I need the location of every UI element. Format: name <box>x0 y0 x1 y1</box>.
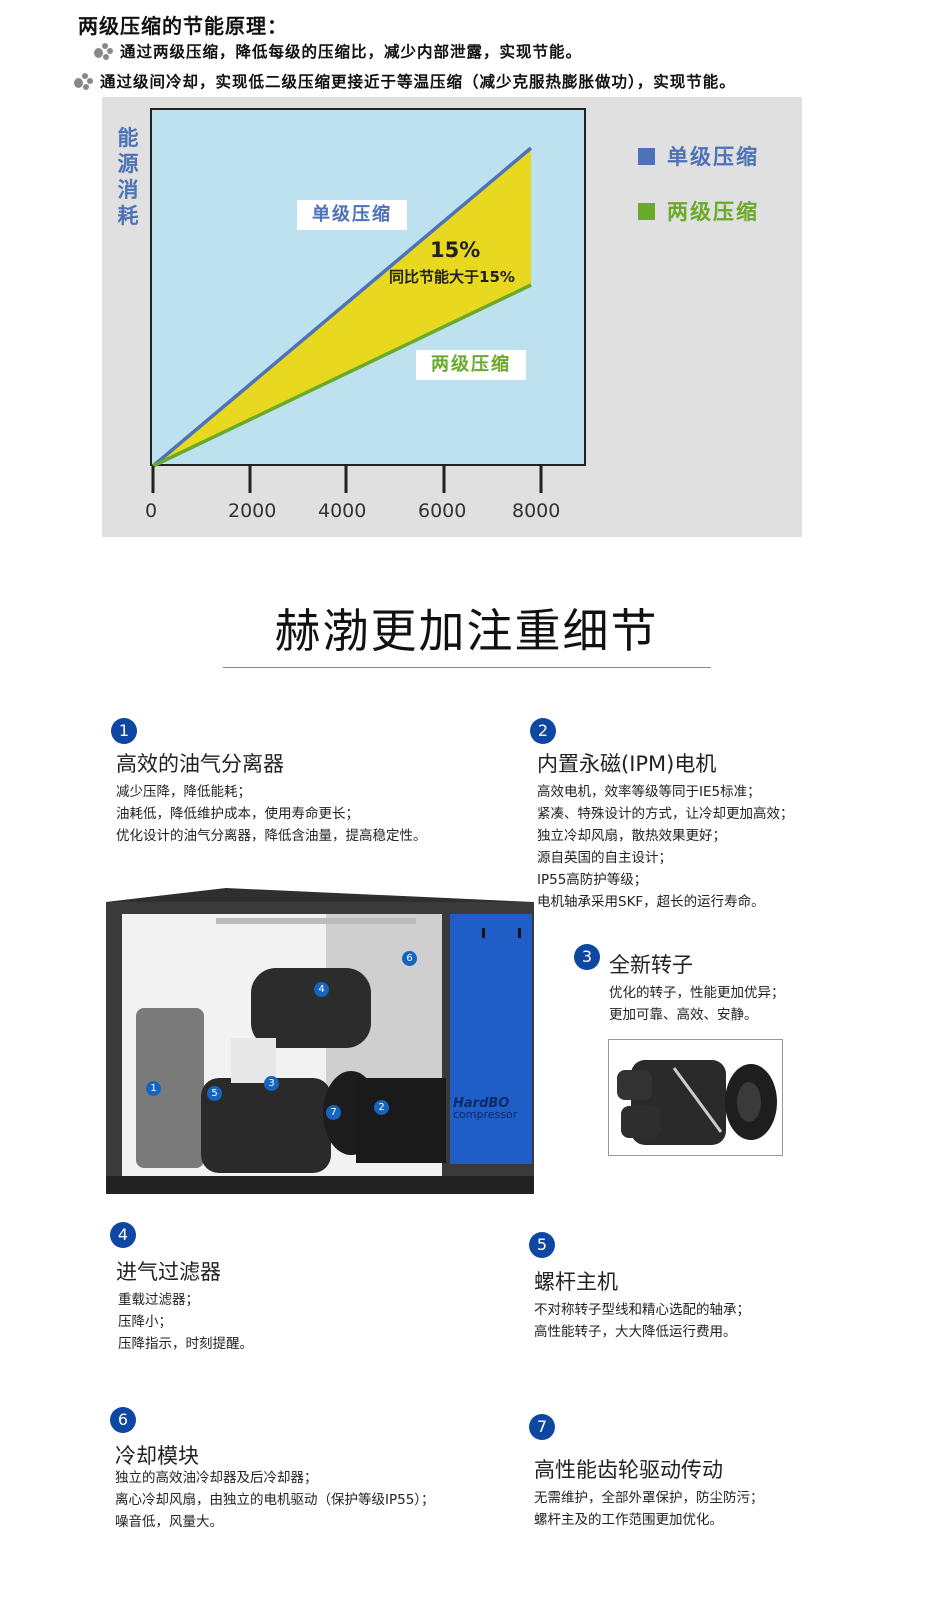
marker-4: 4 <box>314 982 329 997</box>
x-tick-0: 0 <box>145 500 158 522</box>
feature-1-desc: 减少压降，降低能耗；油耗低，降低维护成本，使用寿命更长；优化设计的油气分离器，降… <box>116 784 427 844</box>
feature-4-desc: 重载过滤器；压降小；压降指示，时刻提醒。 <box>118 1292 253 1352</box>
legend-single-stage: 单级压缩 <box>638 141 759 171</box>
feature-5-badge: 5 <box>529 1232 555 1258</box>
feature-3-desc: 优化的转子，性能更加优异；更加可靠、高效、安静。 <box>609 985 785 1023</box>
rotor-illustration-icon <box>617 1060 777 1145</box>
intro-bullet-2: 通过级间冷却，实现低二级压缩更接近于等温压缩（减少克服热膨胀做功），实现节能。 <box>72 70 736 92</box>
marker-3: 3 <box>264 1076 279 1091</box>
x-tick-6000: 6000 <box>418 500 467 522</box>
marker-6: 6 <box>402 951 417 966</box>
details-title: 赫渤更加注重细节 <box>274 604 659 658</box>
x-tick-8000: 8000 <box>512 500 561 522</box>
savings-sublabel: 同比节能大于15% <box>389 268 515 286</box>
intro-title: 两级压缩的节能原理： <box>78 14 288 38</box>
feature-1-title: 高效的油气分离器 <box>116 752 284 776</box>
feature-1-badge: 1 <box>111 718 137 744</box>
feature-5-title: 螺杆主机 <box>534 1270 618 1294</box>
x-tick-4000: 4000 <box>318 500 367 522</box>
intro-bullet-1: 通过两级压缩，降低每级的压缩比，减少内部泄露，实现节能。 <box>92 40 582 62</box>
chart-lines <box>151 146 543 493</box>
paw-icon <box>72 72 94 90</box>
feature-7-title: 高性能齿轮驱动传动 <box>534 1458 723 1482</box>
rotor-image <box>608 1039 783 1156</box>
legend-swatch-icon <box>638 147 655 165</box>
savings-percent: 15% <box>430 238 481 262</box>
feature-7-desc: 无需维护，全部外罩保护，防尘防污；螺杆主及的工作范围更加优化。 <box>534 1490 764 1528</box>
legend-swatch-icon <box>638 202 655 220</box>
feature-7-badge: 7 <box>529 1414 555 1440</box>
label-two-stage: 两级压缩 <box>416 350 526 380</box>
x-tick-2000: 2000 <box>228 500 277 522</box>
feature-6-desc: 独立的高效油冷却器及后冷却器；离心冷却风扇，由独立的电机驱动（保护等级IP55）… <box>115 1470 435 1530</box>
feature-2-title: 内置永磁(IPM)电机 <box>537 752 717 776</box>
brand-name: HardBO <box>453 1096 510 1111</box>
feature-5-desc: 不对称转子型线和精心选配的轴承；高性能转子，大大降低运行费用。 <box>534 1302 750 1340</box>
feature-2-badge: 2 <box>530 718 556 744</box>
feature-6-badge: 6 <box>110 1407 136 1433</box>
feature-4-badge: 4 <box>110 1222 136 1248</box>
feature-6-title: 冷却模块 <box>115 1444 199 1468</box>
title-divider <box>223 667 711 668</box>
marker-1: 1 <box>146 1081 161 1096</box>
legend-two-stage: 两级压缩 <box>638 196 759 226</box>
feature-2-desc: 高效电机，效率等级等同于IE5标准；紧凑、特殊设计的方式，让冷却更加高效；独立冷… <box>537 784 794 910</box>
feature-3-badge: 3 <box>574 944 600 970</box>
marker-5: 5 <box>207 1086 222 1101</box>
feature-3-title: 全新转子 <box>609 953 693 977</box>
compressor-image: 1 2 3 4 5 6 7 HardBO compressor <box>106 888 534 1198</box>
paw-icon <box>92 42 114 60</box>
feature-4-title: 进气过滤器 <box>116 1260 221 1284</box>
marker-2: 2 <box>374 1100 389 1115</box>
chart-ylabel: 能源消耗 <box>117 126 139 228</box>
marker-7: 7 <box>326 1105 341 1120</box>
brand-sub: compressor <box>453 1108 518 1121</box>
label-single-stage: 单级压缩 <box>297 200 407 230</box>
